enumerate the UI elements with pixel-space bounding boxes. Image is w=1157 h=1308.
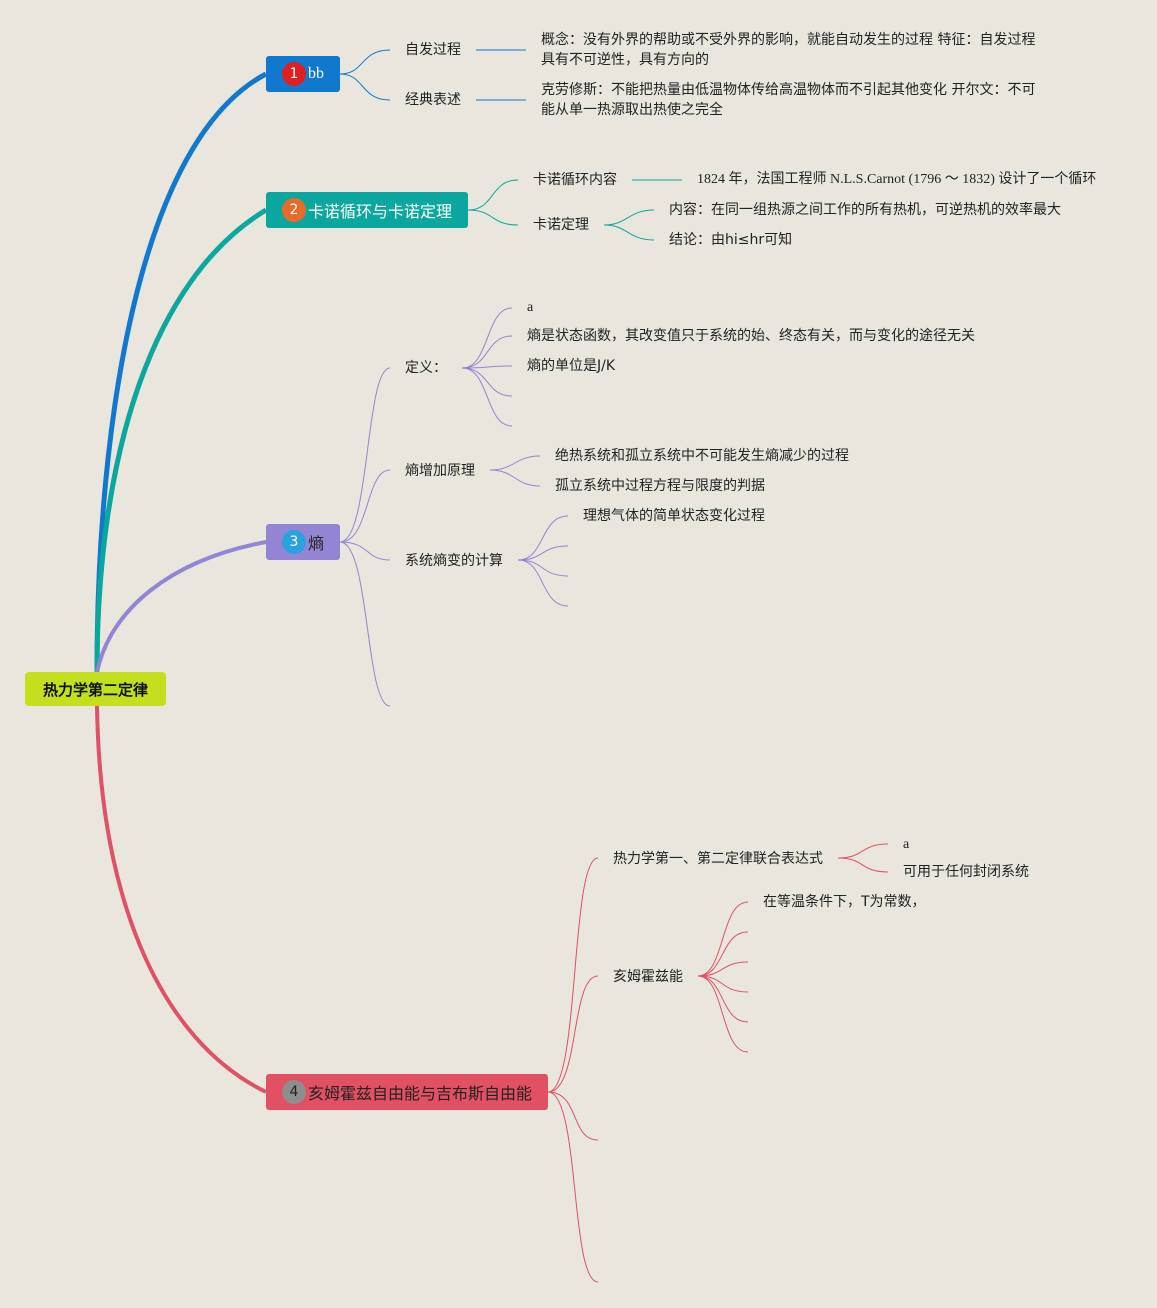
entropy-calc-item-1: 理想气体的简单状态变化过程	[583, 508, 765, 524]
branch3-item-entropy-calc[interactable]: 系统熵变的计算	[405, 553, 503, 569]
edge-root-branch3	[95, 540, 267, 673]
edge-root-branch1	[94, 71, 268, 673]
branch1-node[interactable]: 1 bb	[266, 56, 340, 92]
branch2-title: 卡诺循环与卡诺定理	[308, 202, 453, 221]
branch3-item-definition[interactable]: 定义：	[405, 360, 447, 376]
branch3-node[interactable]: 3 熵	[266, 524, 340, 560]
edge-root-branch4	[95, 705, 267, 1094]
combined-expression-item-a: a	[903, 837, 910, 852]
number-badge-icon: 2	[282, 198, 306, 222]
branch2-item-carnot-theorem[interactable]: 卡诺定理	[533, 217, 589, 233]
carnot-cycle-detail: 1824 年，法国工程师 N.L.S.Carnot (1796 ～ 1832) …	[697, 172, 1097, 187]
classical-detail-line2: 能从单一热源取出热使之完全	[541, 102, 723, 118]
branch4-title: 亥姆霍兹自由能与吉布斯自由能	[308, 1084, 533, 1103]
definition-item-unit: 熵的单位是J/K	[527, 358, 616, 374]
definition-item-state-function: 熵是状态函数，其改变值只于系统的始、终态有关，而与变化的途径无关	[527, 328, 975, 344]
root-node[interactable]: 热力学第二定律	[25, 672, 166, 706]
number-badge-icon: 3	[282, 530, 306, 554]
spontaneous-detail-line2: 具有不可逆性，具有方向的	[541, 52, 709, 68]
branch2-item-carnot-cycle[interactable]: 卡诺循环内容	[533, 172, 617, 188]
definition-item-a: a	[527, 300, 534, 315]
helmholtz-item-isothermal: 在等温条件下，T为常数，	[763, 894, 926, 910]
entropy-increase-item-2: 孤立系统中过程方程与限度的判据	[555, 478, 765, 494]
number-badge-icon: 1	[282, 62, 306, 86]
branch2-node[interactable]: 2 卡诺循环与卡诺定理	[266, 192, 468, 228]
carnot-theorem-conclusion: 结论：由hi≤hr可知	[669, 232, 793, 248]
edge-root-branch2	[94, 207, 268, 673]
spontaneous-detail-line1: 概念：没有外界的帮助或不受外界的影响，就能自动发生的过程 特征：自发过程	[541, 32, 1036, 48]
carnot-theorem-content: 内容：在同一组热源之间工作的所有热机，可逆热机的效率最大	[669, 202, 1061, 218]
branch4-item-helmholtz[interactable]: 亥姆霍兹能	[613, 969, 683, 985]
branch3-title: 熵	[308, 534, 325, 553]
branch4-item-combined-expression[interactable]: 热力学第一、第二定律联合表达式	[613, 851, 823, 867]
combined-expression-item-closed-system: 可用于任何封闭系统	[903, 864, 1029, 880]
branch1-item-spontaneous[interactable]: 自发过程	[405, 42, 461, 58]
number-badge-icon: 4	[282, 1080, 306, 1104]
branch1-title: bb	[308, 65, 324, 82]
classical-detail-line1: 克劳修斯：不能把热量由低温物体传给高温物体而不引起其他变化 开尔文：不可	[541, 82, 1036, 98]
branch4-node[interactable]: 4 亥姆霍兹自由能与吉布斯自由能	[266, 1074, 548, 1110]
branch3-item-entropy-increase[interactable]: 熵增加原理	[405, 463, 475, 479]
branch1-item-classical[interactable]: 经典表述	[405, 92, 461, 108]
entropy-increase-item-1: 绝热系统和孤立系统中不可能发生熵减少的过程	[555, 448, 849, 464]
